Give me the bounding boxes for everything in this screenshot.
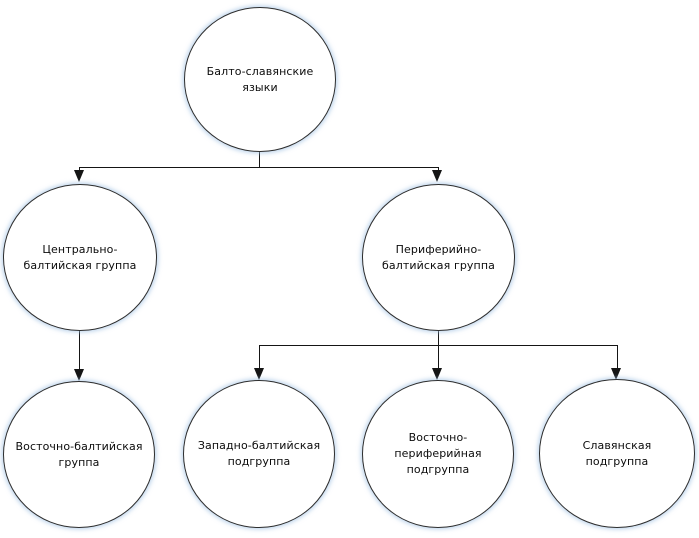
connector-peripheral-stem: [438, 330, 439, 346]
node-label: Славянская подгруппа: [582, 438, 652, 468]
connector-root-hbar: [79, 167, 439, 168]
node-label: Балто-славянские языки: [206, 64, 314, 94]
node-central-baltic-group: Центрально- балтийская группа: [3, 184, 157, 331]
arrowhead-down-icon: [611, 368, 621, 380]
arrowhead-down-icon: [432, 368, 442, 380]
connector-drop-west-baltic: [259, 345, 260, 370]
node-label: Центрально- балтийская группа: [23, 242, 137, 272]
arrowhead-down-icon: [74, 369, 84, 381]
arrowhead-down-icon: [254, 368, 264, 380]
node-balto-slavic-languages: Балто-славянские языки: [184, 7, 336, 152]
node-peripheral-baltic-group: Периферийно- балтийская группа: [362, 184, 515, 331]
node-east-baltic-group: Восточно-балтийская группа: [3, 381, 155, 528]
connector-root-stem: [259, 151, 260, 167]
node-east-peripheral-subgroup: Восточно- периферийная подгруппа: [362, 380, 514, 528]
connector-drop-slavic: [617, 345, 618, 370]
node-slavic-subgroup: Славянская подгруппа: [539, 379, 695, 528]
node-label: Восточно- периферийная подгруппа: [394, 431, 482, 476]
connector-drop-east-peripheral: [438, 345, 439, 370]
node-west-baltic-subgroup: Западно-балтийская подгруппа: [183, 380, 335, 528]
arrowhead-down-icon: [432, 170, 442, 182]
connector-central-stem: [79, 330, 80, 371]
arrowhead-down-icon: [74, 170, 84, 182]
node-label: Западно-балтийская подгруппа: [197, 439, 321, 468]
node-label: Восточно-балтийская группа: [15, 439, 143, 469]
node-label: Периферийно- балтийская группа: [382, 242, 495, 272]
